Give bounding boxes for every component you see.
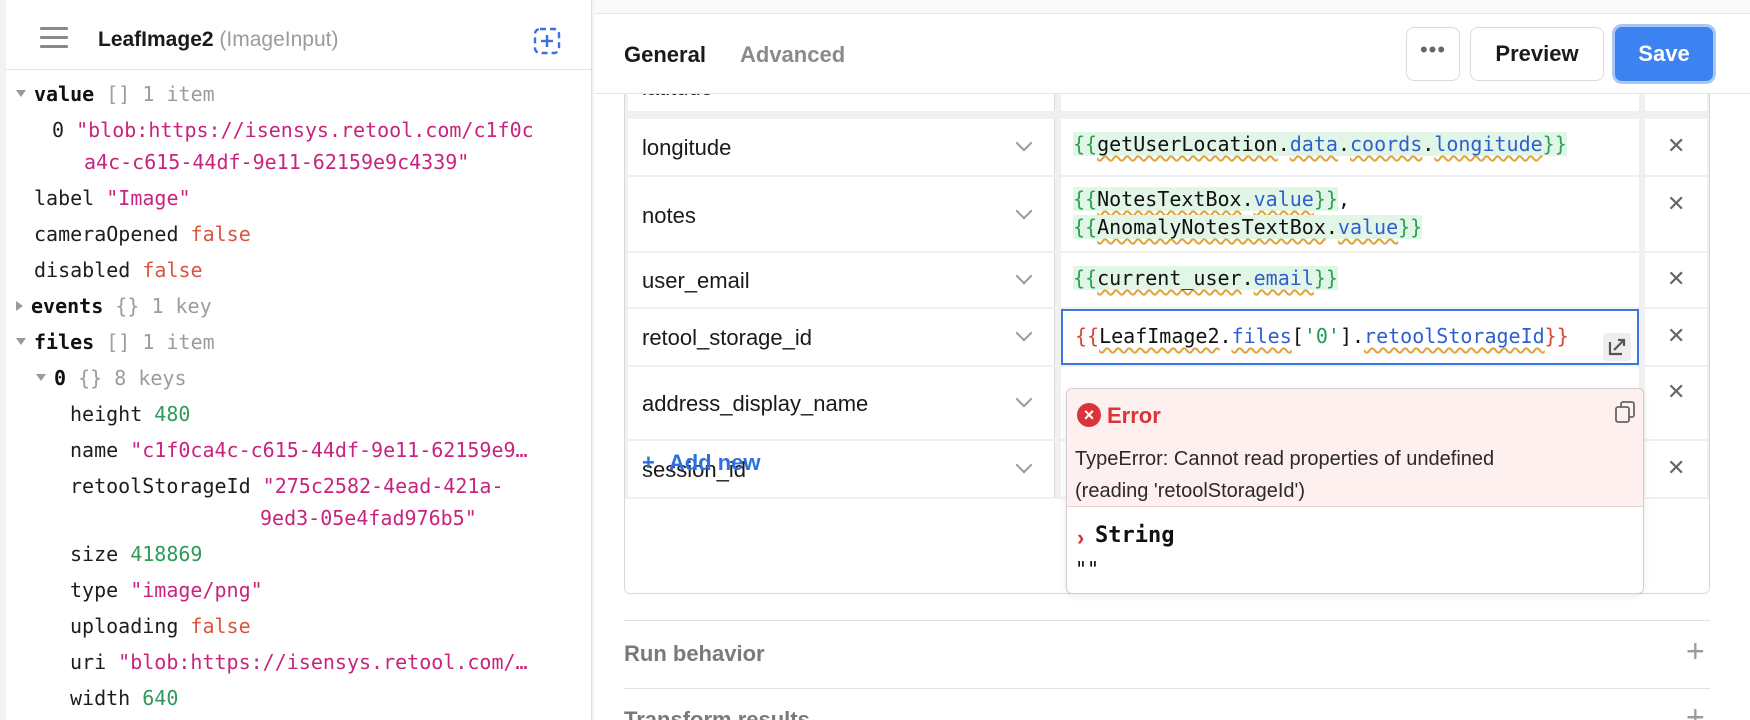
remove-row-button[interactable]: ✕ [1645,441,1707,497]
close-icon: ✕ [1667,379,1686,404]
section-run-behavior[interactable]: Run behavior + [624,620,1710,688]
chevron-down-icon [1015,324,1033,342]
table-row: notes {{NotesTextBox.value}}, {{AnomalyN… [625,177,1709,251]
section-title: Transform results [624,707,810,720]
table-row: user_email {{current_user.email}} ✕ [625,253,1709,307]
error-icon: × [1077,403,1101,427]
remove-row-button[interactable]: ✕ [1645,253,1707,307]
row-value-input[interactable]: {{current_user.email}} [1061,253,1639,307]
table-row: retool_storage_id {{LeafImage2.files['0'… [625,309,1709,365]
tree-node-files-0[interactable]: 0 {} 8 keys [36,360,186,396]
tree-node-retool-storage-id[interactable]: retoolStorageId "275c2582-4ead-421a- [70,474,504,498]
row-key-select[interactable]: notes [628,177,1055,251]
row-key-select[interactable]: retool_storage_id [628,309,1055,365]
tree-node-value-0-cont: a4c-c615-44df-9e11-62159e9c4339" [84,150,470,174]
chevron-down-icon [1015,456,1033,474]
row-key-select[interactable]: longitude [628,119,1055,175]
error-message: TypeError: Cannot read properties of und… [1075,448,1495,502]
row-value-input[interactable]: {{getUserLocation.data.coords.longitude}… [1061,119,1639,175]
add-new-button[interactable]: +Add new [642,450,761,475]
row-key-select[interactable]: user_email [628,253,1055,307]
close-icon: ✕ [1667,455,1686,480]
row-value-input-focused[interactable]: {{LeafImage2.files['0'].retoolStorageId}… [1061,309,1639,365]
component-title: LeafImage2 (ImageInput) [98,28,338,52]
component-name: LeafImage2 [98,28,214,51]
tree-node-size[interactable]: size 418869 [70,542,203,566]
remove-row-button[interactable]: ✕ [1645,367,1707,439]
plus-icon: + [642,450,655,475]
save-button[interactable]: Save [1612,24,1716,84]
table-row: longitude {{getUserLocation.data.coords.… [625,119,1709,175]
caret-down-icon[interactable] [36,374,46,381]
more-options-button[interactable]: ••• [1406,27,1460,81]
tree-node-type[interactable]: type "image/png" [70,578,263,602]
chevron-down-icon [1015,267,1033,285]
section-transform-results[interactable]: Transform results + [624,688,1710,720]
caret-down-icon[interactable] [16,338,26,345]
tree-node-camera-opened[interactable]: cameraOpened false [34,222,251,246]
tab-general[interactable]: General [624,42,706,67]
caret-right-icon[interactable] [16,300,23,311]
row-key-select[interactable]: session_id [628,441,1055,497]
top-strip [594,0,1750,14]
error-title: Error [1107,403,1161,428]
close-icon: ✕ [1667,133,1686,158]
inspector-header: LeafImage2 (ImageInput) [6,0,591,70]
tree-node-disabled[interactable]: disabled false [34,258,203,282]
expand-editor-icon[interactable] [1603,333,1631,361]
section-title: Run behavior [624,641,765,666]
row-key-select[interactable]: address_display_name [628,367,1055,439]
row-value-input[interactable]: {{NotesTextBox.value}}, {{AnomalyNotesTe… [1061,177,1639,251]
remove-row-button[interactable]: ✕ [1645,177,1707,251]
preview-button[interactable]: Preview [1470,27,1604,81]
tree-node-name[interactable]: name "c1f0ca4c-c615-44df-9e11-62159e9… [70,438,528,462]
editor-tabs-bar: General Advanced ••• Preview Save [594,14,1750,94]
expand-plus-icon[interactable]: + [1686,633,1705,669]
tree-node-value[interactable]: value [] 1 item [16,76,215,112]
state-inspector-panel: LeafImage2 (ImageInput) value [] 1 item … [6,0,592,720]
result-type[interactable]: String [1095,523,1175,548]
tab-advanced[interactable]: Advanced [740,42,846,67]
chevron-right-icon[interactable]: › [1077,525,1085,550]
error-popover: × Error TypeError: Cannot read propertie… [1066,388,1644,594]
select-component-icon[interactable] [532,26,562,56]
chevron-down-icon [1015,202,1033,220]
tree-node-events[interactable]: events {} 1 key [16,288,212,324]
tree-node-label[interactable]: label "Image" [34,186,191,210]
expand-plus-icon[interactable]: + [1686,699,1705,720]
menu-icon[interactable] [40,27,68,49]
tree-node-uri[interactable]: uri "blob:https://isensys.retool.com/… [70,650,528,674]
copy-icon[interactable] [1615,401,1635,423]
query-editor-panel: latitude longitude {{getUserLocation.dat… [594,0,1750,720]
close-icon: ✕ [1667,323,1686,348]
result-value: "" [1075,557,1100,581]
tree-node-uploading[interactable]: uploading false [70,614,251,638]
close-icon: ✕ [1667,266,1686,291]
error-header: × Error TypeError: Cannot read propertie… [1067,389,1643,507]
tree-node-value-0[interactable]: 0 "blob:https://isensys.retool.com/c1f0c [52,118,534,142]
tree-node-retool-storage-id-cont: 9ed3-05e4fad976b5" [260,506,477,530]
tree-node-width[interactable]: width 640 [70,686,179,710]
close-icon: ✕ [1667,191,1686,216]
chevron-down-icon [1015,134,1033,152]
chevron-down-icon [1015,390,1033,408]
component-type: (ImageInput) [219,28,339,51]
remove-row-button[interactable]: ✕ [1645,309,1707,365]
tree-node-height[interactable]: height 480 [70,402,191,426]
tree-node-files[interactable]: files [] 1 item [16,324,215,360]
remove-row-button[interactable]: ✕ [1645,119,1707,175]
caret-down-icon[interactable] [16,90,26,97]
